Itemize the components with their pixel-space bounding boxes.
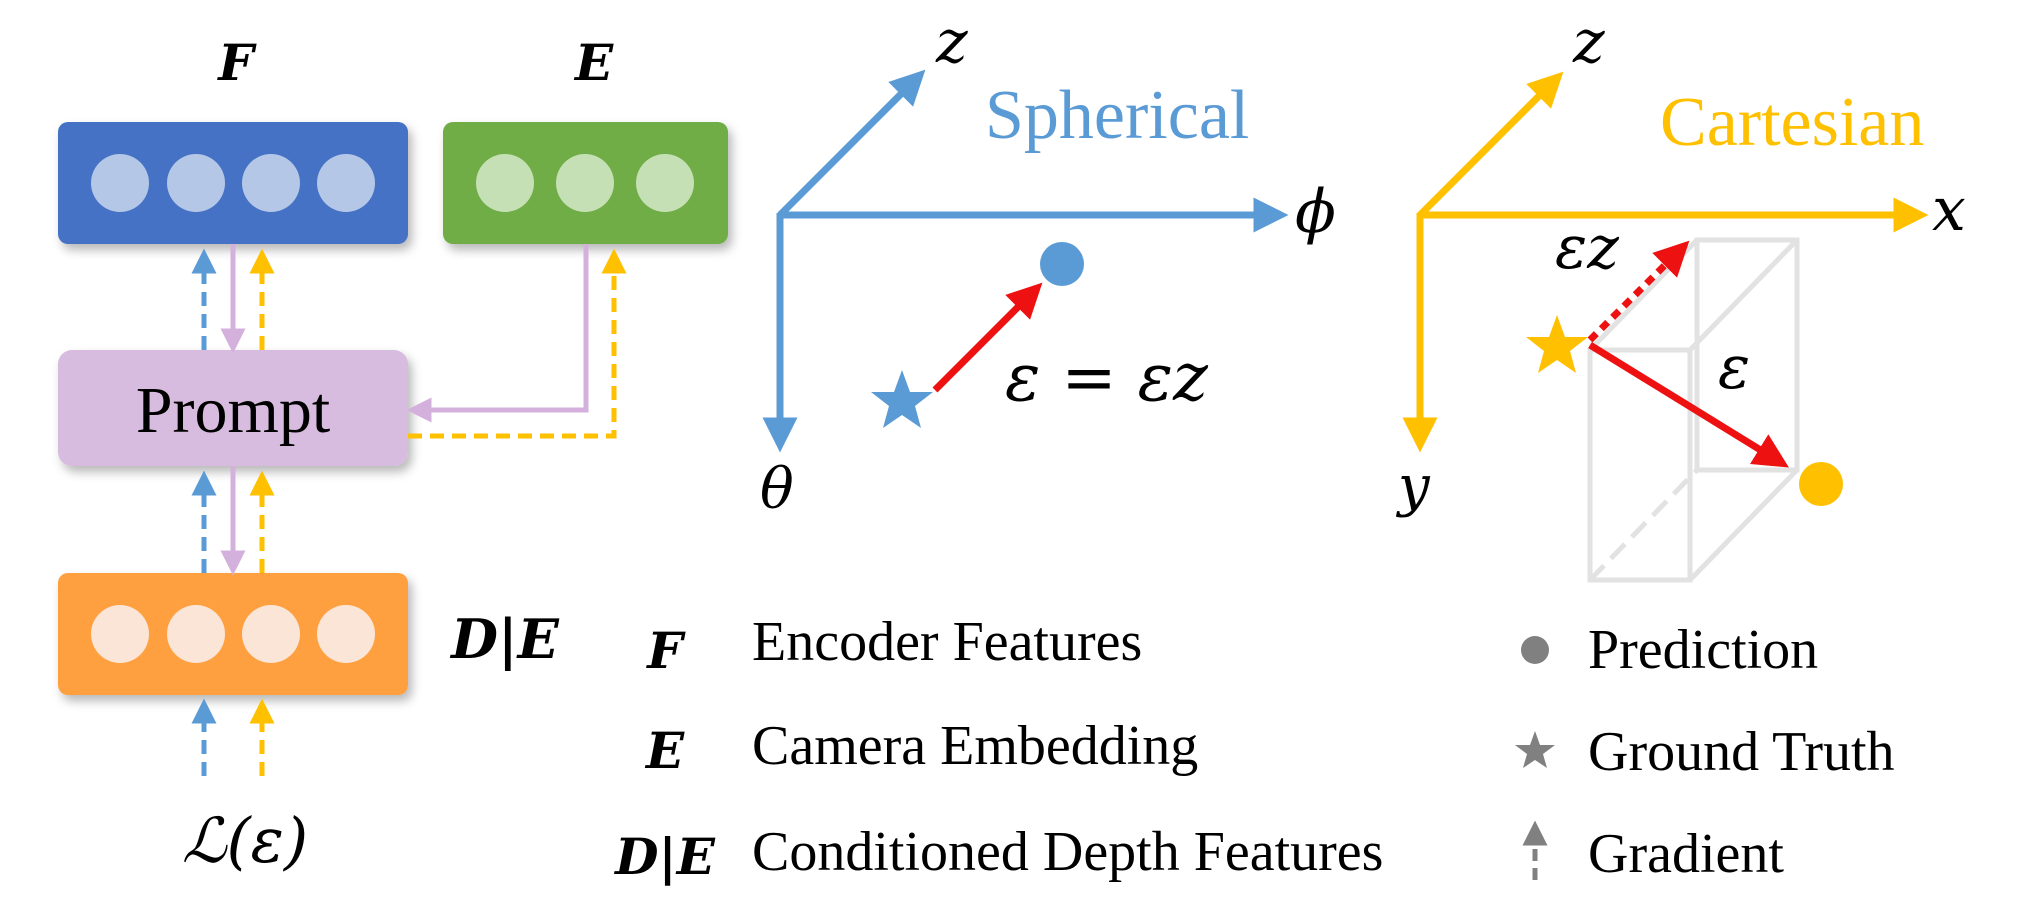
feature-circle xyxy=(242,154,300,212)
ground-truth-star-icon xyxy=(871,370,933,428)
prediction-dot-icon xyxy=(1040,242,1084,286)
legend-text-conditioned-depth: Conditioned Depth Features xyxy=(752,821,1383,883)
prompt-box xyxy=(58,350,408,466)
error-vector-arrow xyxy=(932,282,1043,393)
prism-edge xyxy=(1688,468,1799,582)
embedding-circle xyxy=(476,154,534,212)
cartesian-coordinate-panel: z x y Cartesian εz ε xyxy=(1395,7,1966,583)
legend-symbol-f: F xyxy=(645,621,686,680)
spherical-error-label: ε = εz xyxy=(1005,339,1209,416)
error-z-vector-arrow xyxy=(1587,240,1690,343)
error-vector-arrow xyxy=(1588,342,1789,468)
encoder-feature-circles xyxy=(91,154,375,212)
depth-circle xyxy=(91,605,149,663)
prism-front-face xyxy=(1587,347,1693,583)
depth-circle xyxy=(167,605,225,663)
embedding-to-prompt-arrow xyxy=(406,244,589,423)
prism-back-face xyxy=(1694,237,1800,473)
encoder-box-label: F xyxy=(216,33,257,92)
cartesian-title: Cartesian xyxy=(1660,84,1924,161)
spherical-title: Spherical xyxy=(985,77,1249,154)
legend-symbol-de: D|E xyxy=(613,827,716,887)
z-axis xyxy=(1417,71,1564,218)
theta-axis-label: θ xyxy=(760,457,794,522)
legend-text-prediction: Prediction xyxy=(1588,619,1818,681)
depth-box-label: D|E xyxy=(449,607,559,672)
legend-text-ground-truth: Ground Truth xyxy=(1588,721,1895,783)
legend-symbols: F Encoder Features E Camera Embedding D|… xyxy=(613,611,1383,887)
legend-symbol-e: E xyxy=(644,721,685,780)
block-diagram: F E Prompt D|E ℒ(ε) xyxy=(58,33,728,877)
star-icon xyxy=(1515,731,1555,768)
legend-text-gradient: Gradient xyxy=(1588,823,1784,885)
encoder-features-box xyxy=(58,122,408,244)
depth-features-box xyxy=(58,573,408,695)
embedding-circle xyxy=(556,154,614,212)
depth-feature-circles xyxy=(91,605,375,663)
embedding-circles xyxy=(476,154,694,212)
gradient-arrow-yellow-embedding xyxy=(408,248,627,439)
x-axis-label: x xyxy=(1932,175,1966,245)
phi-axis-label: ϕ xyxy=(1295,177,1336,247)
legend-icons: Prediction Ground Truth Gradient xyxy=(1515,619,1895,885)
feature-circle xyxy=(167,154,225,212)
feature-circle xyxy=(91,154,149,212)
legend-text-camera-embedding: Camera Embedding xyxy=(752,715,1198,777)
ground-truth-star-icon xyxy=(1526,315,1588,373)
legend-text-encoder-features: Encoder Features xyxy=(752,611,1142,673)
spherical-coordinate-panel: z ϕ θ Spherical ε = εz xyxy=(760,7,1336,522)
depth-circle xyxy=(317,605,375,663)
y-axis-label: y xyxy=(1395,454,1431,519)
prompt-box-label: Prompt xyxy=(136,374,330,447)
z-axis-label: z xyxy=(935,7,968,77)
prism-edge xyxy=(1688,238,1799,352)
z-axis-label: z xyxy=(1572,7,1605,77)
prism-edge-hidden xyxy=(1588,468,1699,582)
z-axis xyxy=(777,69,926,218)
cartesian-error-label: ε xyxy=(1718,333,1750,403)
embedding-box-label: E xyxy=(573,33,614,92)
prediction-dot-icon xyxy=(1799,462,1843,506)
cartesian-error-z-label: εz xyxy=(1555,213,1619,283)
loss-label: ℒ(ε) xyxy=(182,804,308,877)
feature-circle xyxy=(317,154,375,212)
embedding-circle xyxy=(636,154,694,212)
dot-icon xyxy=(1521,636,1549,664)
depth-circle xyxy=(242,605,300,663)
